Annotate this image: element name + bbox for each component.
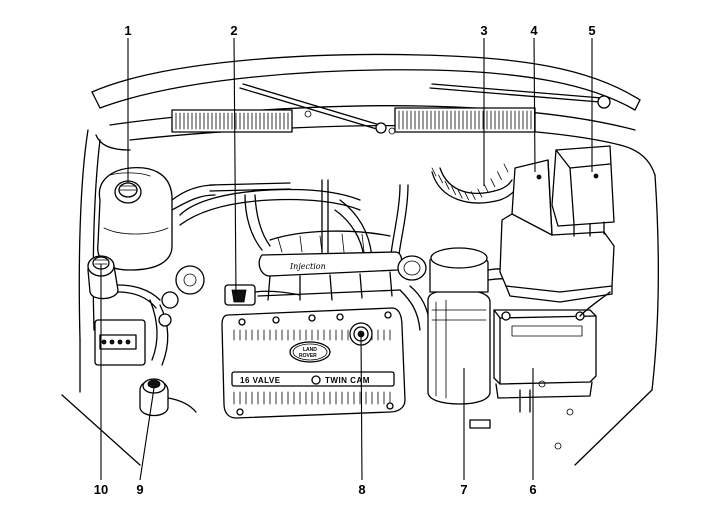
callout-6: 6: [529, 482, 536, 497]
callout-3: 3: [480, 23, 487, 38]
engine-fuse-box: [499, 159, 615, 303]
hoses: [179, 179, 409, 263]
badge-text-rover: ROVER: [299, 353, 317, 359]
wiper-arm-right: [429, 83, 611, 109]
callout-8: 8: [358, 482, 365, 497]
cam-cover-text-right: TWIN CAM: [325, 376, 370, 385]
battery: [493, 291, 611, 399]
brake-fluid-reservoir: [139, 378, 197, 417]
power-steering-reservoir: [87, 255, 161, 309]
coolant-expansion-tank: [97, 166, 216, 271]
callout-9: 9: [136, 482, 143, 497]
callout-leaders: [100, 37, 593, 481]
callout-7: 7: [460, 482, 467, 497]
callout-labels: 1 2 3 4 5 6 7 8 9 10: [94, 23, 596, 497]
cam-cover-text-left: 16 VALVE: [240, 376, 281, 385]
callout-4: 4: [530, 23, 538, 38]
land-rover-badge: LAND ROVER: [289, 341, 331, 363]
callout-2: 2: [230, 23, 237, 38]
throttle-body: [397, 255, 431, 331]
ribbed-air-hose: [431, 163, 516, 204]
auxiliary-fuse-box: [551, 145, 615, 237]
cam-cover: 16 VALVE TWIN CAM LAND ROVER: [221, 307, 406, 419]
callout-5: 5: [588, 23, 595, 38]
callout-10: 10: [94, 482, 108, 497]
badge-text-land: LAND: [303, 347, 317, 353]
intake-manifold: Injection: [257, 230, 403, 301]
wiper-arm-left: [239, 83, 387, 134]
coolant-tank-cap: [114, 180, 142, 204]
right-wing-panel: [554, 174, 660, 466]
callout-1: 1: [124, 23, 131, 38]
lower-right-details: [469, 389, 531, 429]
intake-plenum-label: Injection: [289, 262, 326, 271]
scuttle-vent-right: [394, 107, 536, 133]
air-cleaner: [427, 247, 523, 405]
left-ancillaries: [94, 265, 205, 366]
scuttle-vent-left: [171, 109, 293, 133]
